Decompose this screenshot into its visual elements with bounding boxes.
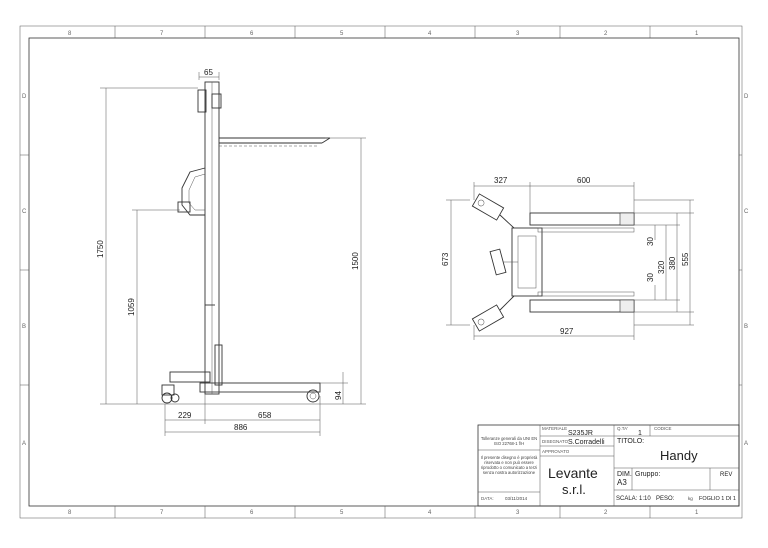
top-fork-lower	[529, 299, 635, 313]
zone-row-label: C	[22, 209, 27, 215]
top-fork-upper	[529, 212, 635, 226]
dim-555: 555	[681, 252, 690, 266]
drawing-title: Handy	[660, 448, 698, 463]
zone-ticks	[20, 26, 742, 518]
top-castor-upper	[471, 193, 505, 221]
zone-col-label: 3	[516, 31, 520, 37]
company-suffix: s.r.l.	[562, 482, 586, 497]
zone-labels-bottom: 8 7 6 5 4 3 2 1	[68, 510, 699, 516]
zone-col-label: 4	[428, 31, 432, 37]
codice-label: CODICE	[654, 426, 672, 431]
side-handle	[181, 167, 206, 216]
dim-label: DIM.	[617, 471, 632, 478]
zone-row-label: B	[22, 324, 26, 330]
dim-320: 320	[657, 260, 666, 274]
zone-col-label: 8	[68, 510, 72, 516]
side-base-leg	[199, 382, 321, 393]
zone-col-label: 3	[516, 510, 520, 516]
dim-886: 886	[234, 423, 248, 432]
zone-col-label: 2	[604, 510, 608, 516]
dim-1750: 1750	[96, 240, 105, 258]
dim-30-lower: 30	[646, 273, 655, 282]
titolo-label: TITOLO:	[617, 438, 644, 445]
tolerance-note: Tolleranze generali da UNI EN ISO 22768-…	[480, 436, 538, 446]
zone-col-label: 6	[250, 31, 254, 37]
zone-col-label: 6	[250, 510, 254, 516]
top-view: 327 600 673 30 320 380 30 555 927	[441, 176, 694, 340]
data-label: DATA:	[481, 496, 494, 501]
dim-600: 600	[577, 176, 591, 185]
zone-labels-top: 8 7 6 5 4 3 2 1	[68, 31, 699, 37]
inner-frame	[28, 37, 740, 507]
dim-30-upper: 30	[646, 237, 655, 246]
zone-row-label: B	[744, 324, 748, 330]
materiale-label: MATERIALE	[542, 426, 567, 431]
zone-row-label: C	[744, 209, 749, 215]
dim-1059: 1059	[127, 298, 136, 316]
dim-673: 673	[441, 252, 450, 266]
dim-1500: 1500	[351, 252, 360, 270]
side-wheel-housing	[169, 371, 211, 383]
zone-col-label: 7	[160, 510, 164, 516]
outer-frame	[19, 25, 743, 519]
designato-label: DISEGNATO	[542, 439, 569, 444]
zone-row-label: D	[22, 94, 27, 100]
dim-327: 327	[494, 176, 508, 185]
qta-value: 1	[638, 430, 642, 437]
top-handle	[489, 248, 507, 276]
side-view: 65 1750 1500 1059 94 229 658 886	[96, 68, 366, 436]
rev-label: REV	[720, 472, 732, 478]
dim-927: 927	[560, 327, 574, 336]
company-name: Levante	[548, 465, 598, 481]
zone-labels-right: D C B A	[744, 94, 749, 447]
dim-94: 94	[334, 391, 343, 400]
zone-row-label: A	[22, 441, 26, 447]
materiale-value: S235JR	[568, 430, 593, 437]
data-value: 03/11/2014	[505, 496, 528, 501]
designato-value: S.Corradelli	[568, 439, 605, 446]
top-castor-lower	[471, 304, 505, 332]
rear-castor-wheel	[161, 392, 173, 404]
zone-col-label: 7	[160, 31, 164, 37]
zone-col-label: 5	[340, 510, 344, 516]
qta-label: Q.TA'	[617, 426, 628, 431]
peso-unit: kg	[688, 496, 693, 501]
dim-value: A3	[617, 478, 627, 487]
sheet-number: FOGLIO 1 DI 1	[699, 496, 736, 502]
zone-row-label: D	[744, 94, 749, 100]
dim-380: 380	[668, 256, 677, 270]
dim-658: 658	[258, 411, 272, 420]
dim-65: 65	[204, 68, 213, 77]
zone-labels-left: D C B A	[22, 94, 27, 447]
dim-229: 229	[178, 411, 192, 420]
zone-col-label: 4	[428, 510, 432, 516]
scale: SCALA: 1:10	[616, 496, 651, 502]
mast-top-bracket	[197, 89, 207, 113]
approvato-label: APPROVATO	[542, 449, 570, 454]
copyright-note: Il presente disegno è proprietà riservat…	[480, 455, 538, 475]
zone-col-label: 2	[604, 31, 608, 37]
zone-col-label: 8	[68, 31, 72, 37]
zone-col-label: 5	[340, 31, 344, 37]
zone-col-label: 1	[695, 510, 699, 516]
peso-label: PESO:	[656, 496, 675, 502]
zone-col-label: 1	[695, 31, 699, 37]
gruppo-label: Gruppo:	[635, 471, 660, 478]
front-roller-wheel	[306, 389, 320, 403]
zone-row-label: A	[744, 441, 748, 447]
title-block: Tolleranze generali da UNI EN ISO 22768-…	[477, 424, 740, 507]
